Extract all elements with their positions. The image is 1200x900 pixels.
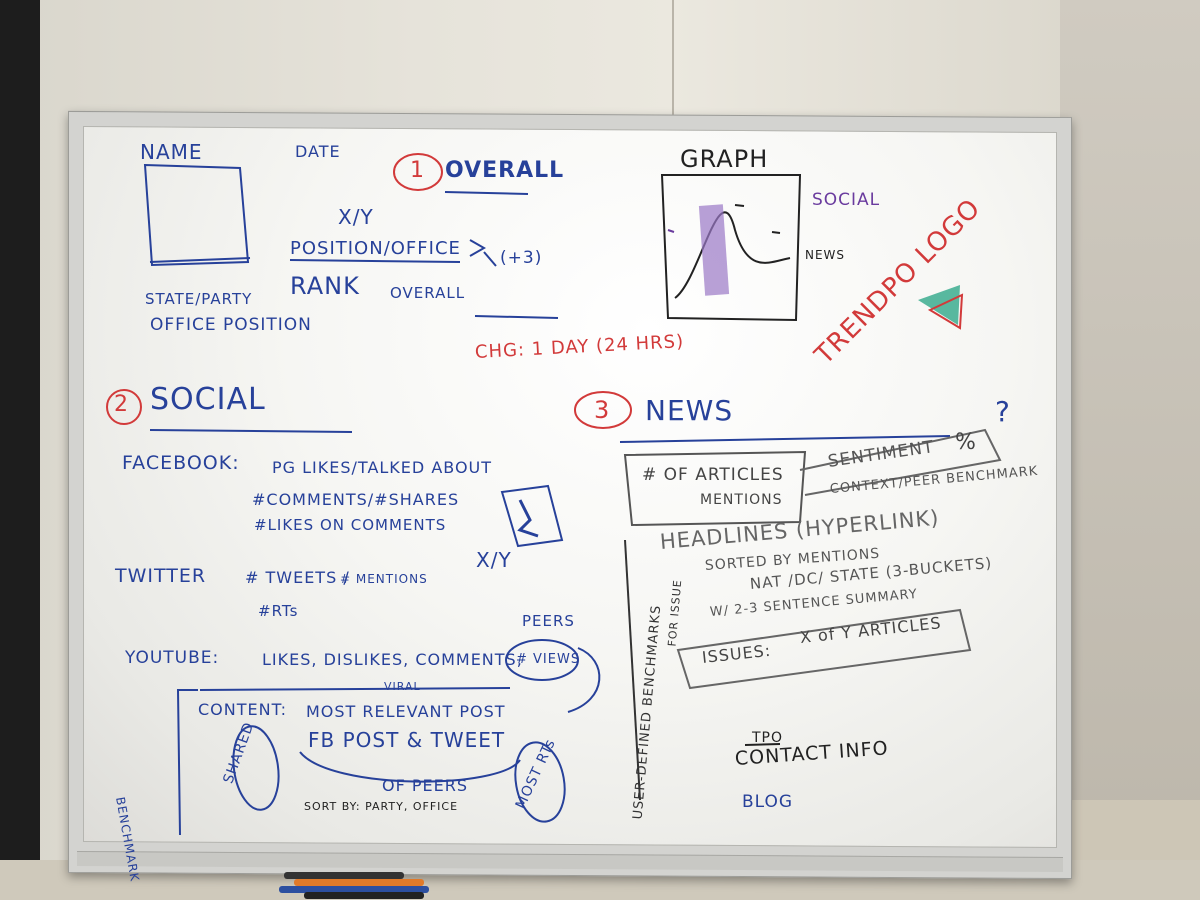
percent-text: %	[955, 430, 977, 455]
viral-text: VIRAL	[384, 680, 421, 693]
orange-marker	[294, 879, 424, 886]
question-mark: ?	[995, 395, 1011, 428]
social-ratio-text: X/Y	[476, 548, 512, 572]
marker-tray	[77, 850, 1063, 873]
blue-marker	[279, 886, 429, 893]
news-title: NEWS	[645, 394, 734, 427]
facebook-line-2: #COMMENTS/#SHARES	[252, 490, 460, 509]
tweets-text: # TWEETS /	[245, 568, 350, 587]
graph-social-label: SOCIAL	[812, 190, 881, 210]
youtube-label: YOUTUBE:	[125, 648, 220, 668]
date-label: DATE	[295, 142, 341, 161]
youtube-line: LIKES, DISLIKES, COMMENTS,	[262, 650, 523, 669]
twitter-label: TWITTER	[115, 565, 207, 587]
facebook-line-1: PG LIKES/TALKED ABOUT	[272, 458, 493, 477]
overall-label: OVERALL	[390, 284, 466, 302]
graph-news-label: NEWS	[805, 248, 846, 262]
change-text: (+3)	[500, 248, 543, 268]
markers	[274, 868, 454, 899]
dark-wall-edge	[0, 0, 40, 900]
sort-by-text: SORT BY: PARTY, OFFICE	[304, 800, 459, 813]
peers-text: PEERS	[522, 612, 575, 630]
section-1-number: 1	[410, 158, 425, 183]
whiteboard	[68, 110, 1072, 880]
views-text: # VIEWS	[516, 652, 581, 667]
facebook-label: FACEBOOK:	[122, 452, 240, 474]
section-3-number: 3	[594, 396, 611, 424]
of-peers-text: OF PEERS	[382, 776, 469, 795]
articles-mentions-text: MENTIONS	[700, 492, 783, 508]
black-marker	[284, 872, 404, 879]
dark-marker	[304, 892, 424, 899]
rank-text: RANK	[290, 272, 360, 300]
tpo-text: TPO	[752, 730, 784, 746]
right-wall	[1060, 0, 1200, 900]
articles-text: # OF ARTICLES	[642, 465, 784, 485]
blog-text: BLOG	[742, 792, 794, 812]
content-line: MOST RELEVANT POST	[306, 702, 506, 721]
wall-corner	[672, 0, 674, 125]
content-label: CONTENT:	[198, 700, 287, 719]
name-label: NAME	[140, 140, 203, 164]
graph-title: GRAPH	[680, 145, 769, 173]
retweets-text: #RTs	[258, 602, 299, 620]
overall-title: OVERALL	[445, 158, 565, 183]
section-2-number: 2	[114, 392, 129, 417]
state-party-text: STATE/PARTY	[145, 290, 253, 308]
office-position-text: OFFICE POSITION	[150, 315, 312, 335]
ratio-text: X/Y	[338, 205, 374, 229]
mentions-text: # MENTIONS	[340, 572, 428, 586]
facebook-line-3: #LIKES ON COMMENTS	[254, 516, 447, 534]
position-office-text: POSITION/OFFICE	[290, 238, 461, 259]
social-title: SOCIAL	[150, 382, 266, 417]
fb-tweet-text: FB POST & TWEET	[308, 728, 506, 752]
